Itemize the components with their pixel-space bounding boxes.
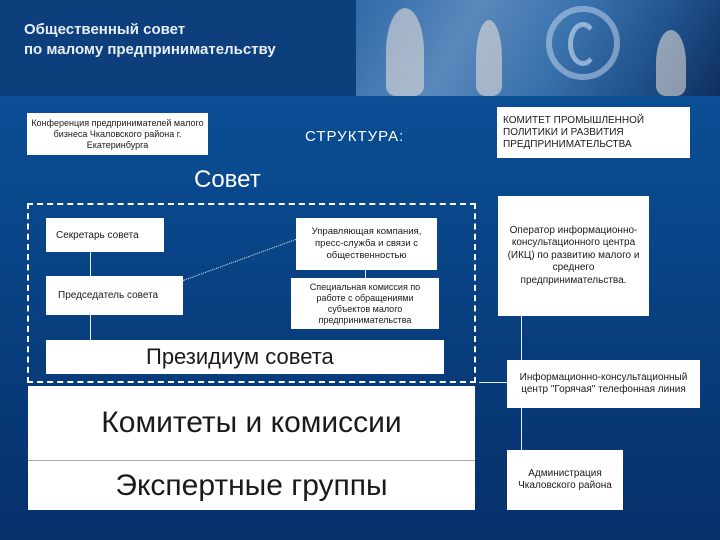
- council-frame: [27, 203, 476, 383]
- person-figure-icon: [656, 30, 686, 96]
- person-figure-icon: [476, 20, 502, 96]
- council-label: Совет: [194, 166, 261, 193]
- header-photo: [356, 0, 720, 96]
- conference-box: Конференция предпринимателей малого бизн…: [27, 113, 208, 155]
- logo-ring-icon: [546, 6, 620, 80]
- connector-line: [479, 382, 507, 383]
- expert-groups-box: Экспертные группы: [115, 468, 388, 502]
- person-figure-icon: [386, 8, 424, 96]
- header-title-line1: Общественный совет: [24, 21, 186, 38]
- connector-line: [90, 315, 91, 340]
- connector-line: [365, 270, 366, 278]
- administration-box: Администрация Чкаловского района: [507, 450, 623, 510]
- header-banner: Общественный совет по малому предпринима…: [0, 0, 720, 96]
- connector-line: [521, 408, 522, 450]
- committees-expert-panel: [28, 386, 475, 510]
- structure-label: СТРУКТУРА:: [305, 128, 405, 145]
- operator-box: Оператор информационно-консультационного…: [498, 196, 649, 316]
- panel-divider: [28, 460, 475, 461]
- chairman-box: Председатель совета: [46, 276, 183, 315]
- committees-box: Комитеты и комиссии: [101, 406, 402, 439]
- header-title-line2: по малому предпринимательству: [24, 41, 276, 58]
- special-commission-box: Специальная комиссия по работе с обращен…: [291, 278, 439, 329]
- connector-line: [90, 252, 91, 276]
- committee-box: КОМИТЕТ ПРОМЫШЛЕННОЙ ПОЛИТИКИ И РАЗВИТИЯ…: [497, 107, 690, 158]
- connector-line: [521, 316, 522, 360]
- logo-letter-icon: [568, 22, 598, 66]
- info-center-box: Информационно-консультационный центр "Го…: [507, 360, 700, 408]
- header-title-block: Общественный совет по малому предпринима…: [0, 0, 356, 96]
- secretary-box: Секретарь совета: [46, 218, 164, 252]
- presidium-box: Президиум совета: [46, 340, 444, 374]
- management-box: Управляющая компания, пресс-служба и свя…: [296, 218, 437, 270]
